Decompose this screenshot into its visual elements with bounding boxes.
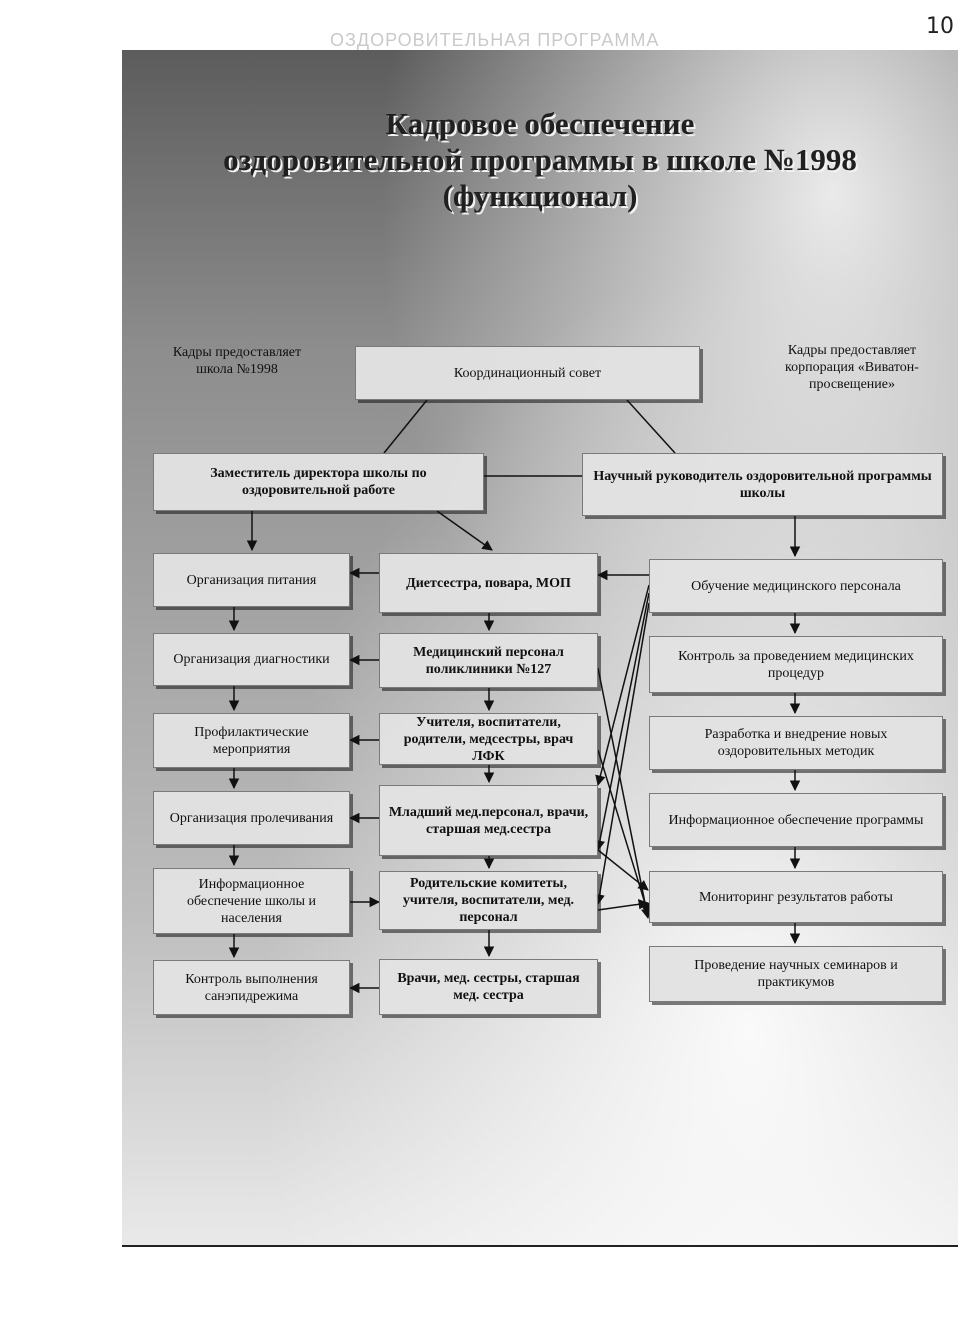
corner-page-mark: 10	[926, 14, 954, 39]
left-box-1: Организация питания	[153, 553, 350, 607]
middle-box-1: Диетсестра, повара, МОП	[379, 553, 598, 613]
left-box-2: Организация диагностики	[153, 633, 350, 686]
note-right-corporation-staff: Кадры предоставляет корпорация «Виватон-…	[785, 343, 919, 392]
diagram-sheet: Кадровое обеспечение оздоровительной про…	[122, 50, 958, 1247]
left-box-3: Профилактические мероприятия	[153, 713, 350, 768]
right-box-1: Обучение медицинского персонала	[649, 559, 943, 613]
right-box-4: Информационное обеспечение программы	[649, 793, 943, 847]
left-box-4: Организация пролечивания	[153, 791, 350, 845]
faded-header-text: ОЗДОРОВИТЕЛЬНАЯ ПРОГРАММА	[330, 30, 660, 50]
deputy-director-box: Заместитель директора школы по оздоровит…	[153, 453, 484, 511]
right-box-2: Контроль за проведением медицинских проц…	[649, 636, 943, 693]
note-left-school-staff: Кадры предоставляет школа №1998	[172, 345, 302, 377]
right-box-3: Разработка и внедрение новых оздоровител…	[649, 716, 943, 770]
middle-box-2: Медицинский персонал поликлиники №127	[379, 633, 598, 688]
middle-box-4: Младший мед.персонал, врачи, старшая мед…	[379, 785, 598, 856]
title-line-3: (функционал)	[442, 178, 638, 213]
diagram-title: Кадровое обеспечение оздоровительной про…	[122, 106, 958, 214]
title-line-2: оздоровительной программы в школе №1998	[223, 142, 857, 177]
middle-box-6: Врачи, мед. сестры, старшая мед. сестра	[379, 959, 598, 1015]
middle-box-3: Учителя, воспитатели, родители, медсестр…	[379, 713, 598, 765]
right-box-6: Проведение научных семинаров и практикум…	[649, 946, 943, 1002]
left-box-6: Контроль выполнения санэпидрежима	[153, 960, 350, 1015]
middle-box-5: Родительские комитеты, учителя, воспитат…	[379, 871, 598, 930]
right-box-5: Мониторинг результатов работы	[649, 871, 943, 923]
left-box-5: Информационное обеспечение школы и насел…	[153, 868, 350, 934]
coordination-council-box: Координационный совет	[355, 346, 700, 400]
title-line-1: Кадровое обеспечение	[385, 106, 695, 141]
connector-lines	[228, 399, 801, 994]
scientific-supervisor-box: Научный руководитель оздоровительной про…	[582, 453, 943, 516]
